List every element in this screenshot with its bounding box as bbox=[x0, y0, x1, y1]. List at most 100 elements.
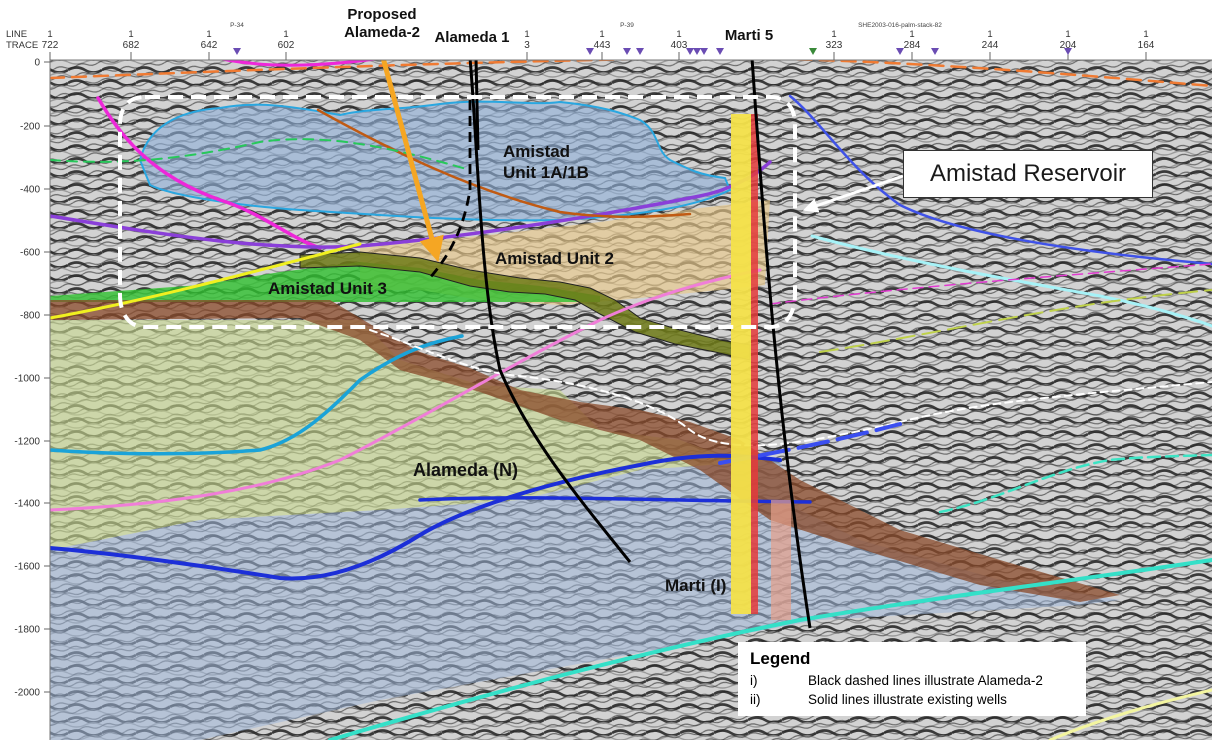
trace-tick-label: 602 bbox=[278, 40, 295, 51]
well-marker-triangle-icon bbox=[623, 48, 631, 55]
depth-tick-label: -200 bbox=[20, 122, 40, 133]
horizon-magenta bbox=[96, 96, 322, 250]
depth-tick-label: 0 bbox=[34, 58, 40, 69]
legend-box: Legend i) Black dashed lines illustrate … bbox=[738, 642, 1086, 716]
horizon-blue-deep bbox=[48, 453, 782, 581]
well-marker-triangle-icon bbox=[586, 48, 594, 55]
marti5-yellow-strip bbox=[731, 114, 751, 614]
horizon-orange-brown bbox=[316, 108, 692, 219]
reservoir-boundary bbox=[118, 95, 904, 329]
horizon-orange-dash bbox=[48, 56, 1212, 88]
well-marker-labels: P-34 P-39 SHE2003-016-palm-stack-82 bbox=[230, 22, 1072, 55]
trace-axis-label: TRACE bbox=[6, 40, 38, 51]
trace-tick-label: 244 bbox=[982, 40, 999, 51]
well-marker-triangle-icon bbox=[636, 48, 644, 55]
amistad-unit-1a1b bbox=[138, 100, 732, 222]
trace-tick-label: 323 bbox=[826, 40, 843, 51]
well-marker-label: SHE2003-016-palm-stack-82 bbox=[858, 22, 942, 29]
alameda1-well-trajectory bbox=[468, 57, 632, 563]
well-marker-triangle-icon bbox=[931, 48, 939, 55]
marti5-well-trajectory bbox=[750, 57, 812, 629]
depth-tick-label: -600 bbox=[20, 248, 40, 259]
horizon-lightyellow-right bbox=[1048, 688, 1212, 740]
alameda2-proposed-dashed bbox=[426, 100, 472, 281]
fault-band-brown bbox=[50, 300, 1120, 602]
alameda1-well-short bbox=[474, 57, 480, 151]
trace-tick-label: 204 bbox=[1060, 40, 1077, 51]
alameda-n-label: Alameda (N) bbox=[413, 460, 518, 480]
depth-tick-label: -1000 bbox=[14, 374, 40, 385]
trace-tick-label: 443 bbox=[594, 40, 611, 51]
trace-tick-label: 284 bbox=[904, 40, 921, 51]
legend-item-text: Black dashed lines illustrate Alameda-2 bbox=[808, 673, 1043, 688]
line-number-label: 1 bbox=[909, 29, 914, 40]
amistad-reservoir-callout: Amistad Reservoir bbox=[903, 150, 1153, 198]
legend-item-number: i) bbox=[750, 673, 758, 688]
amistad-reservoir-dashed-box bbox=[118, 95, 797, 329]
well-marker-triangle-icon bbox=[896, 48, 904, 55]
depth-tick-label: -1200 bbox=[14, 437, 40, 448]
line-number-label: 1 bbox=[1143, 29, 1148, 40]
alameda1-label: Alameda 1 bbox=[434, 29, 509, 46]
well-marker-triangle-icon bbox=[686, 48, 694, 55]
wells bbox=[379, 53, 812, 629]
well-marker-label: P-39 bbox=[620, 22, 634, 29]
trace-tick-label: 3 bbox=[524, 40, 530, 51]
well-marker-label: P-34 bbox=[230, 22, 244, 29]
marti5-label: Marti 5 bbox=[725, 27, 773, 44]
depth-tick-label: -2000 bbox=[14, 688, 40, 699]
marti5-red-strip bbox=[751, 114, 758, 614]
line-number-label: 1 bbox=[987, 29, 992, 40]
horizon-cyan bbox=[48, 334, 464, 456]
trace-tick-label: 642 bbox=[201, 40, 218, 51]
horizon-magenta-dash bbox=[769, 263, 1212, 305]
legend-item: i) Black dashed lines illustrate Alameda… bbox=[750, 671, 1076, 690]
horizon-lines bbox=[48, 50, 1212, 740]
depth-tick-label: -1600 bbox=[14, 562, 40, 573]
depth-tick-labels: 0-200-400-600-800-1000-1200-1400-1600-18… bbox=[14, 58, 50, 699]
trace-tick-label: 722 bbox=[42, 40, 59, 51]
legend-title: Legend bbox=[750, 649, 811, 668]
amistad-unit-3-label: Amistad Unit 3 bbox=[268, 279, 387, 298]
alameda-n-unit bbox=[50, 320, 780, 550]
amistad-unit-2-label: Amistad Unit 2 bbox=[495, 249, 614, 268]
marti-i-unit bbox=[50, 460, 1120, 740]
proposed-arrow bbox=[379, 53, 444, 263]
geologic-units bbox=[50, 100, 1120, 740]
trace-tick-labels: 1722168216421602131443140313231284124412… bbox=[42, 29, 1155, 60]
legend-item-number: ii) bbox=[750, 692, 761, 707]
legend-item-text: Solid lines illustrate existing wells bbox=[808, 692, 1007, 707]
trace-tick-label: 164 bbox=[1138, 40, 1155, 51]
well-marker-triangle-icon bbox=[809, 48, 817, 55]
trace-tick-label: 682 bbox=[123, 40, 140, 51]
horizon-pink bbox=[48, 268, 762, 512]
line-number-label: 1 bbox=[1065, 29, 1070, 40]
line-number-label: 1 bbox=[206, 29, 211, 40]
marti-i-label: Marti (I) bbox=[665, 576, 726, 595]
horizon-white-dash bbox=[369, 329, 1212, 447]
marti5-lower-strip bbox=[771, 500, 791, 620]
horizon-yellow bbox=[48, 242, 362, 320]
well-marker-triangle-icon bbox=[716, 48, 724, 55]
line-axis-label: LINE bbox=[6, 29, 27, 40]
depth-tick-label: -800 bbox=[20, 311, 40, 322]
depth-tick-label: -1400 bbox=[14, 499, 40, 510]
line-number-label: 1 bbox=[831, 29, 836, 40]
well-marker-triangle-icon bbox=[233, 48, 241, 55]
amistad-unit-3 bbox=[50, 262, 600, 302]
trace-tick-label: 403 bbox=[671, 40, 688, 51]
well-marker-triangle-icon bbox=[700, 48, 708, 55]
horizon-blue-right bbox=[788, 94, 1212, 266]
line-number-label: 1 bbox=[676, 29, 681, 40]
line-number-label: 1 bbox=[599, 29, 604, 40]
line-number-label: 1 bbox=[524, 29, 529, 40]
horizon-teal-dash bbox=[938, 453, 1212, 514]
horizon-green-dash bbox=[49, 138, 471, 171]
depth-tick-label: -1800 bbox=[14, 625, 40, 636]
